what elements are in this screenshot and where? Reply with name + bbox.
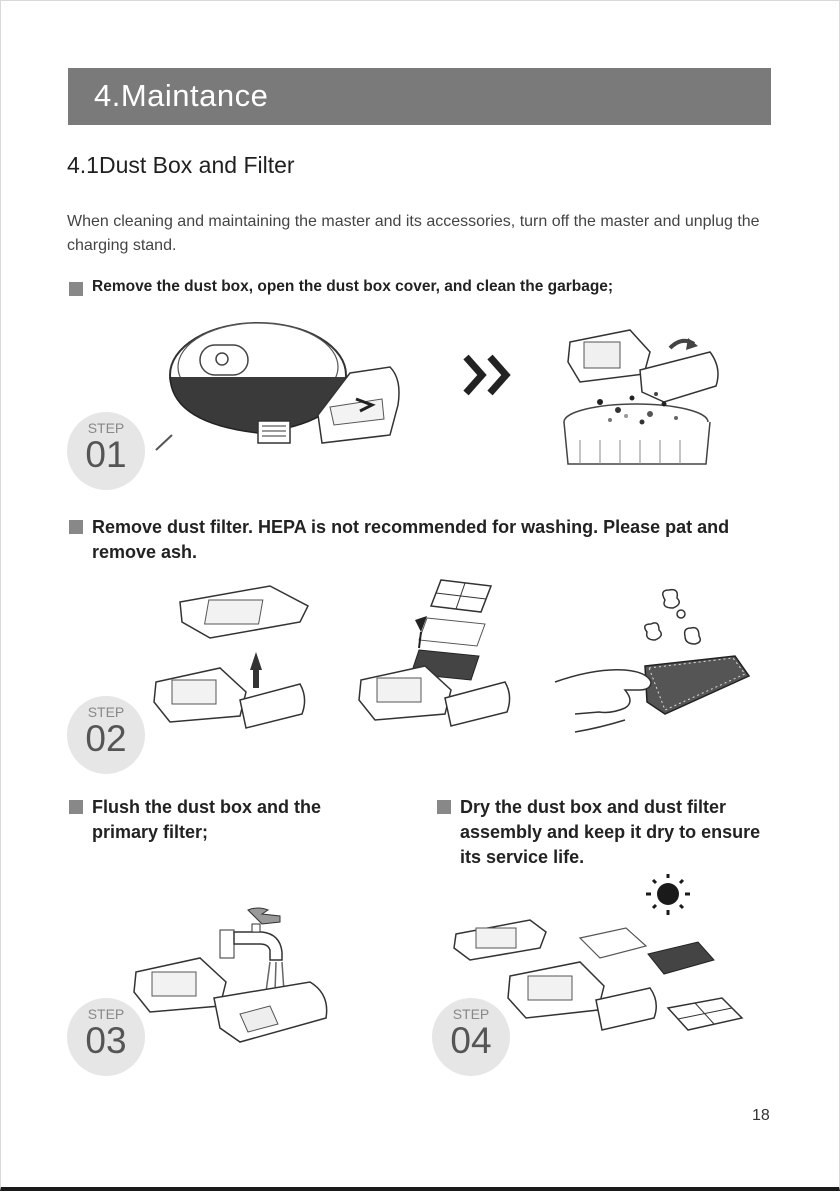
robot-removing-dust-box-illustration [155, 322, 400, 451]
instruction-4: Dry the dust box and dust filter assembl… [437, 795, 777, 870]
flushing-dust-box-illustration [133, 907, 328, 1043]
square-bullet-icon [69, 520, 83, 534]
square-bullet-icon [69, 282, 83, 296]
page-number: 18 [752, 1107, 770, 1124]
instruction-3: Flush the dust box and the primary filte… [69, 795, 369, 845]
step-label: STEP [87, 1006, 125, 1022]
step-number: 01 [85, 434, 127, 475]
drying-parts-illustration [453, 919, 744, 1031]
square-bullet-icon [69, 800, 83, 814]
step-02-badge: STEP 02 [67, 696, 145, 774]
emptying-dust-box-illustration [563, 329, 719, 465]
step-03-badge: STEP 03 [67, 998, 145, 1076]
chapter-banner: 4.Maintance [68, 68, 771, 125]
double-chevron-right-icon [463, 354, 511, 396]
step-04-badge: STEP 04 [432, 998, 510, 1076]
instruction-2: Remove dust filter. HEPA is not recommen… [69, 515, 779, 565]
section-title: 4.1Dust Box and Filter [67, 152, 295, 178]
step-label: STEP [87, 704, 125, 720]
instruction-1-text: Remove the dust box, open the dust box c… [92, 278, 614, 295]
step-number: 04 [450, 1020, 492, 1061]
chapter-title: 4.Maintance [94, 78, 269, 113]
square-bullet-icon [437, 800, 451, 814]
filter-layers-illustration [358, 579, 511, 727]
lifting-filter-illustration [153, 585, 309, 729]
instruction-1: Remove the dust box, open the dust box c… [69, 278, 613, 296]
instruction-2-text: Remove dust filter. HEPA is not recommen… [92, 517, 730, 562]
step-number: 03 [85, 1020, 127, 1061]
step-label: STEP [87, 420, 125, 436]
step-label: STEP [452, 1006, 490, 1022]
patting-filter-illustration [554, 588, 751, 733]
instruction-3-text: Flush the dust box and the primary filte… [92, 797, 321, 842]
step-number: 02 [85, 718, 127, 759]
intro-paragraph: When cleaning and maintaining the master… [67, 213, 760, 254]
step-01-badge: STEP 01 [67, 412, 145, 490]
instruction-4-text: Dry the dust box and dust filter assembl… [460, 797, 761, 867]
sun-icon [646, 874, 690, 915]
